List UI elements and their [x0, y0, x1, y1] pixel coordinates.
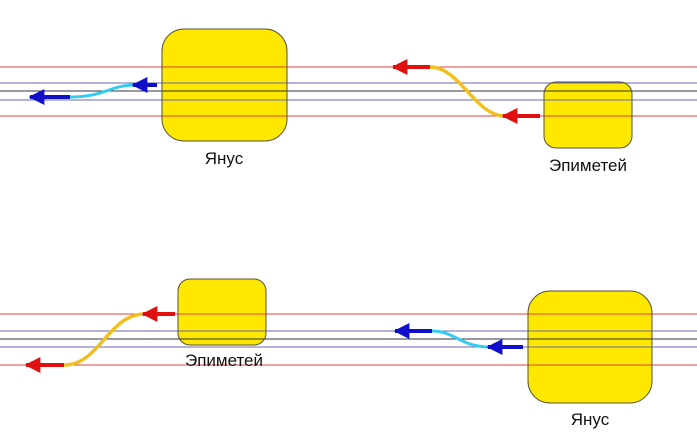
epimetheus-body: [544, 82, 632, 148]
janus-trajectory: [68, 83, 137, 99]
epimetheus-moon: Эпиметей: [391, 59, 633, 175]
janus-moon: Янус: [28, 28, 288, 168]
epimetheus-label: Эпиметей: [549, 156, 627, 175]
janus-moon: Янус: [393, 290, 653, 429]
epimetheus-label: Эпиметей: [185, 351, 263, 370]
epimetheus-moon: Эпиметей: [24, 278, 267, 373]
janus-outline: [161, 28, 288, 142]
epimetheus-outline: [177, 278, 267, 346]
janus-label: Янус: [571, 410, 610, 429]
top-panel: Янус Эпиметей: [0, 28, 697, 175]
epimetheus-trajectory: [428, 65, 507, 118]
bottom-panel: Эпиметей Янус: [0, 278, 697, 429]
epimetheus-body: [178, 279, 266, 345]
janus-body: [162, 29, 287, 141]
epimetheus-outline: [543, 81, 633, 149]
epimetheus-trajectory: [62, 312, 147, 367]
janus-label: Янус: [205, 149, 244, 168]
janus-outline: [527, 290, 653, 404]
janus-trajectory: [430, 329, 492, 349]
